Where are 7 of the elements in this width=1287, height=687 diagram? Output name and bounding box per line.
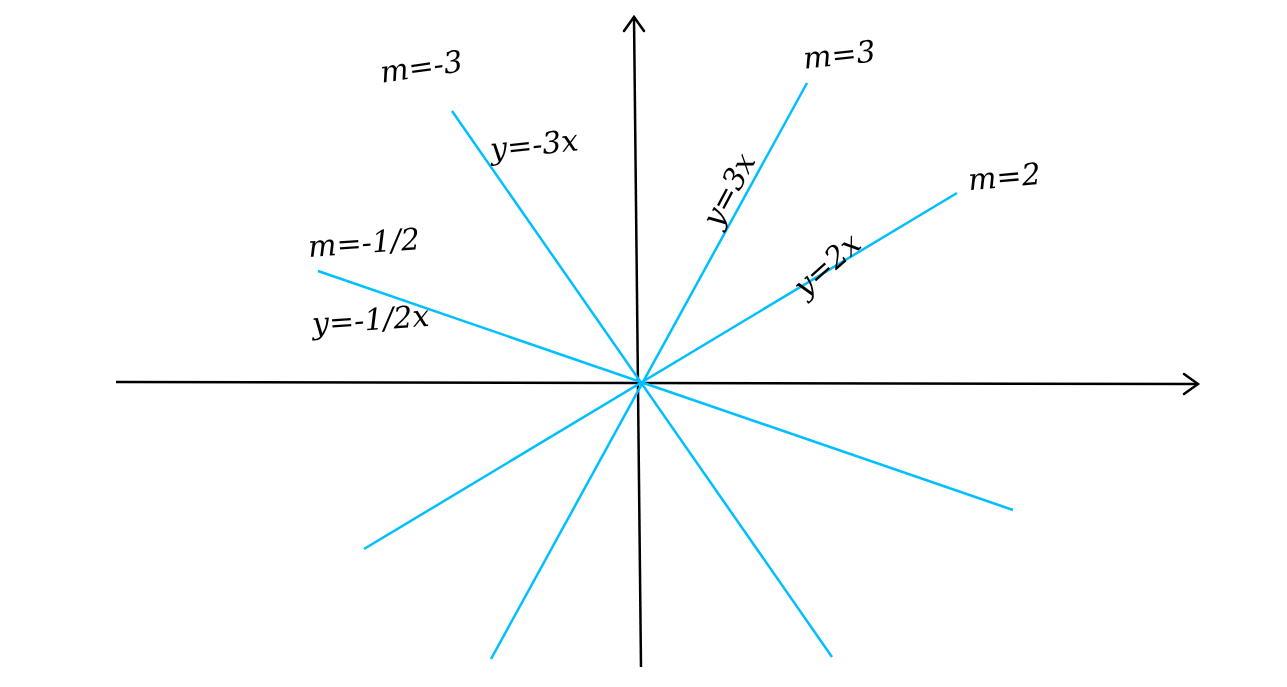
equation-label: m=-3 xyxy=(378,46,465,88)
equation-label: y=3x xyxy=(697,148,761,232)
equation-label: y=-3x xyxy=(488,125,580,165)
equation-label: m=2 xyxy=(966,158,1042,196)
equation-label: m=-1/2 xyxy=(307,224,421,262)
equation-label: y=-1/2x xyxy=(311,300,431,340)
equation-label: m=3 xyxy=(801,36,878,74)
